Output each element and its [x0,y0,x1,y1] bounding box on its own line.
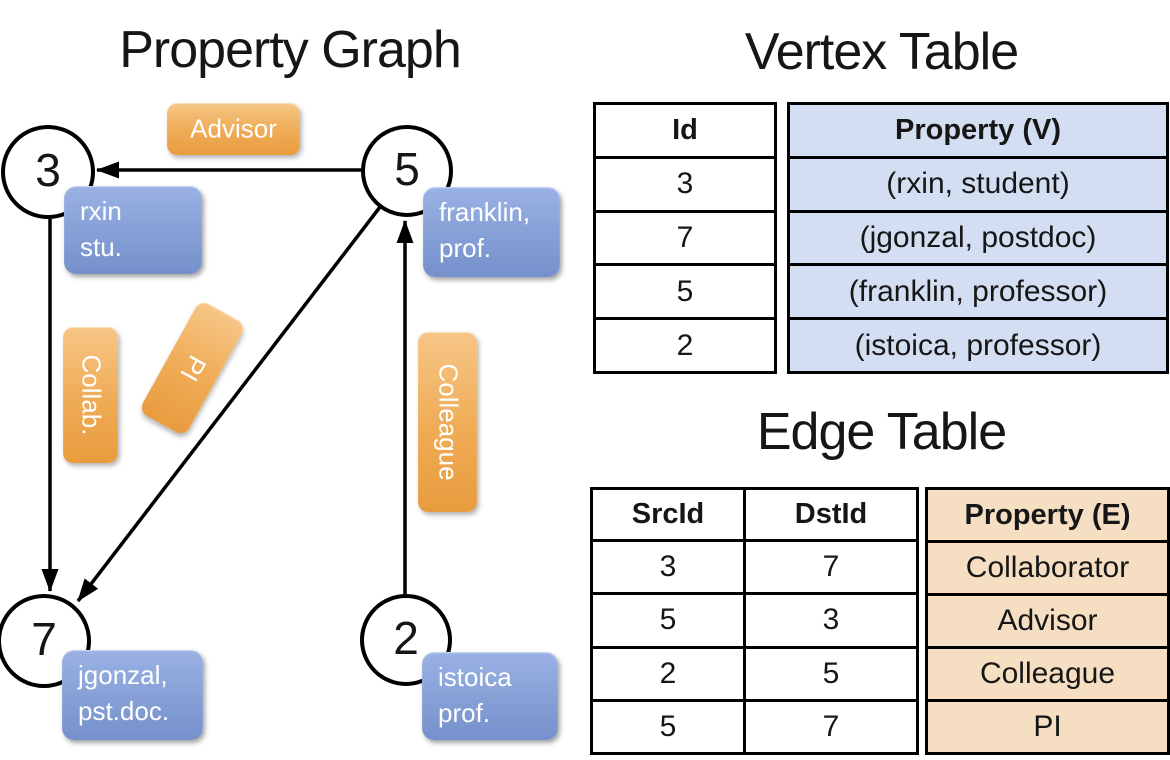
edge-table-src-cell: 5 [593,698,743,752]
edge-pi-5-to-7 [76,205,382,603]
vertex-table-id-cell: 2 [596,317,774,371]
edge-table-src-cell: 2 [593,645,743,699]
vertex-2-property-line1: istoica [438,662,512,692]
edge-label-collab-text: Collab. [76,354,106,436]
edge-table-property-header: Property (E) [928,490,1167,540]
vertex-id-3: 3 [35,143,61,196]
vertex-table-id-cell: 7 [596,209,774,264]
edge-table-dst-cell: 7 [743,539,916,593]
vertex-7-property-line1: jgonzal, [78,660,168,690]
edge-table-src-cell: 5 [593,592,743,645]
vertex-7-property-box: jgonzal, pst.doc. [62,650,203,740]
edge-table-property-cell: Collaborator [928,540,1167,593]
edge-table-src-header: SrcId [631,498,705,531]
vertex-id-2: 2 [393,611,419,664]
edge-label-pi-text: PI [173,350,213,387]
vertex-table-property-cell: (franklin, professor) [790,263,1166,318]
vertex-2-property-box: istoica prof. [422,652,558,740]
edge-table-dst-cell: 7 [743,698,916,752]
edge-table-property-column: Property (E) Collaborator Advisor Collea… [925,487,1170,755]
graph-title: Property Graph [119,21,462,79]
vertex-table-property-cell: (istoica, professor) [790,317,1166,371]
vertex-5-property-line1: franklin, [439,197,531,227]
vertex-table-id-header: Id [672,113,698,146]
edge-table-dst-header: DstId [743,490,916,540]
vertex-id-7: 7 [31,612,57,665]
vertex-table-property-cell: (rxin, student) [790,155,1166,210]
edge-table-id-columns: SrcId DstId 3 7 5 3 2 5 5 7 [590,487,919,755]
edge-label-colleague: Colleague [418,332,477,512]
vertex-3-property-line1: rxin [80,196,122,226]
vertex-table-property-column: Property (V) (rxin, student) (jgonzal, p… [787,102,1169,374]
edge-table-title: Edge Table [756,403,1007,461]
edge-table-src-cell: 3 [593,539,743,592]
vertex-table-id-cell: 3 [596,155,774,210]
vertex-7-property-line2: pst.doc. [78,696,170,726]
vertex-3-property-box: rxin stu. [64,186,202,274]
edge-label-advisor-text: Advisor [190,113,277,144]
edge-table-property-cell: Advisor [928,593,1167,646]
vertex-table-id-column: Id 3 7 5 2 [593,102,777,374]
edge-label-advisor: Advisor [167,103,300,155]
vertex-table-id-cell: 5 [596,263,774,317]
vertex-2-property-line2: prof. [438,698,491,728]
edge-label-colleague-text: Colleague [433,363,463,481]
vertex-table-property-header: Property (V) [790,105,1166,156]
vertex-table-property-cell: (jgonzal, postdoc) [790,209,1166,264]
edge-table-dst-cell: 5 [743,645,916,699]
edge-table-property-cell: Colleague [928,646,1167,699]
vertex-table-title: Vertex Table [744,23,1019,81]
edge-label-collab: Collab. [63,327,118,463]
vertex-3-property-line2: stu. [80,232,122,262]
graph-panel: Property Graph 3 5 7 2 rxin stu. f [0,0,580,760]
vertex-5-property-line2: prof. [439,233,492,263]
vertex-5-property-box: franklin, prof. [423,187,560,277]
graph-edges-and-nodes [0,125,453,688]
edge-table-dst-cell: 3 [743,592,916,646]
edge-table-property-cell: PI [928,699,1167,752]
vertex-id-5: 5 [394,142,420,195]
